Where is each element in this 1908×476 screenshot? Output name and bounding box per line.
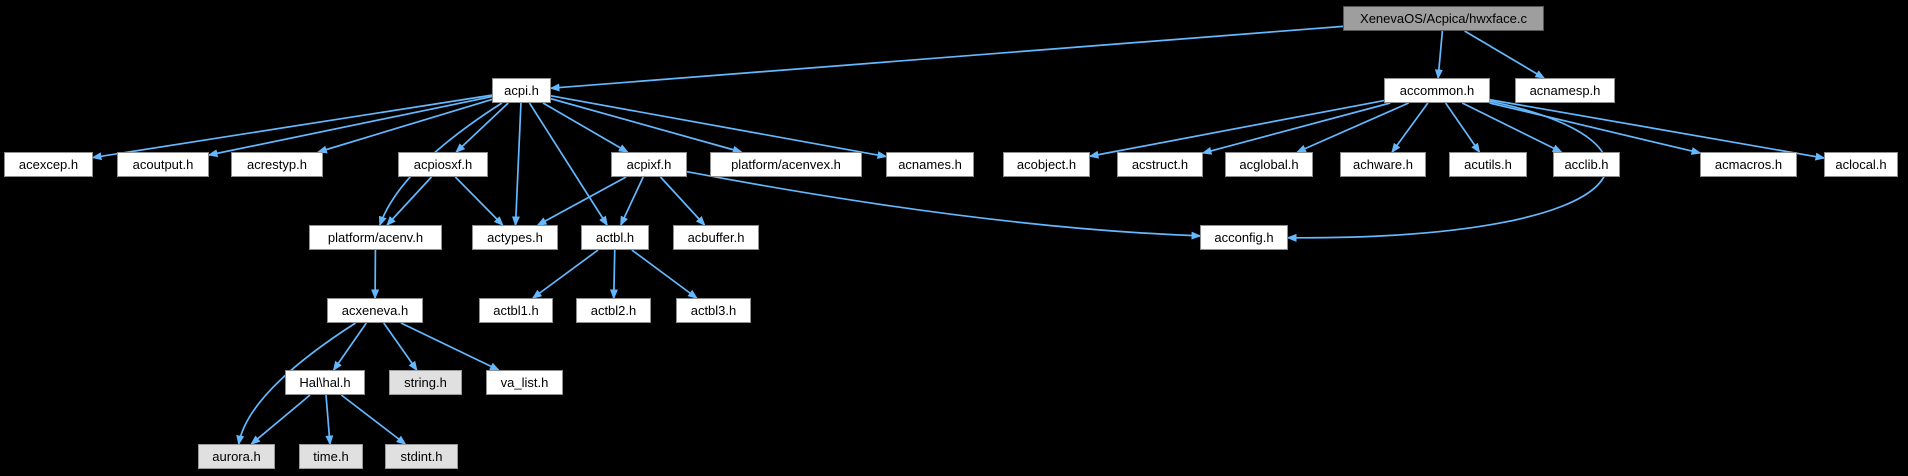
graph-node-acconfig[interactable]: acconfig.h (1200, 225, 1288, 250)
graph-node-string: string.h (389, 370, 462, 395)
graph-node-actypes[interactable]: actypes.h (472, 225, 558, 250)
edge-actbl-to-actbl2 (609, 249, 618, 300)
edge-acpi-to-acenvex (550, 97, 743, 154)
graph-node-halhal[interactable]: Hal\hal.h (285, 370, 365, 395)
edge-accommon-to-acglobal (1296, 102, 1409, 153)
edge-acpixf-to-actbl (620, 176, 644, 227)
graph-node-acexcep[interactable]: acexcep.h (4, 152, 93, 177)
graph-node-acnames[interactable]: acnames.h (886, 152, 974, 177)
edge-hwxface-to-acnamesp (1464, 30, 1546, 79)
graph-node-acoutput[interactable]: acoutput.h (117, 152, 209, 177)
edge-acxeneva-to-valist (400, 322, 500, 371)
graph-node-acglobal[interactable]: acglobal.h (1225, 152, 1313, 177)
edge-acpiosxf-to-acenv (386, 176, 433, 227)
edge-accommon-to-acclib (1461, 102, 1563, 153)
graph-node-valist[interactable]: va_list.h (486, 370, 563, 395)
edge-acpi-to-actypes (511, 102, 522, 227)
edge-hwxface-to-acpi (549, 25, 1344, 92)
graph-node-acmacros[interactable]: acmacros.h (1700, 152, 1797, 177)
edge-halhal-to-time (325, 394, 334, 446)
graph-node-actbl3[interactable]: actbl3.h (676, 298, 751, 323)
graph-node-acclib[interactable]: acclib.h (1553, 152, 1620, 177)
edge-halhal-to-stdint (340, 394, 407, 445)
edge-acpi-to-actbl (528, 102, 608, 227)
graph-node-aurora: aurora.h (198, 444, 275, 469)
graph-node-acpiosxf[interactable]: acpiosxf.h (398, 152, 488, 177)
graph-node-time: time.h (299, 444, 363, 469)
graph-node-aclocal[interactable]: aclocal.h (1824, 152, 1898, 177)
graph-node-acpixf[interactable]: acpixf.h (611, 152, 687, 177)
graph-node-actbl1[interactable]: actbl1.h (479, 298, 553, 323)
graph-node-actbl2[interactable]: actbl2.h (576, 298, 651, 323)
graph-node-acutils[interactable]: acutils.h (1449, 152, 1527, 177)
edge-hwxface-to-accommon (1434, 30, 1444, 80)
edge-acpi-to-acpiosxf (455, 102, 509, 154)
edge-acpixf-to-actypes (536, 176, 627, 226)
graph-node-hwxface: XenevaOS/Acpica/hwxface.c (1343, 6, 1544, 31)
graph-node-stdint: stdint.h (385, 444, 458, 469)
edge-acpi-to-acrestyp (316, 98, 493, 154)
edge-accommon-to-aclocal (1489, 98, 1826, 161)
edge-acpi-to-acexcep (91, 94, 493, 161)
edge-halhal-to-aurora (250, 394, 311, 445)
graph-node-acnamesp[interactable]: acnamesp.h (1515, 78, 1615, 103)
edge-accommon-to-acconfig (1286, 100, 1608, 242)
graph-node-acobject[interactable]: acobject.h (1003, 152, 1090, 177)
edge-acpixf-to-acconfig (686, 170, 1202, 240)
edge-acpi-to-acnames (550, 95, 888, 159)
edge-acpi-to-acpixf (542, 102, 629, 153)
graph-node-acenvex[interactable]: platform/acenvex.h (710, 152, 862, 177)
edge-acpi-to-acoutput (207, 95, 493, 158)
edge-acpiosxf-to-actypes (454, 176, 504, 227)
edge-acxeneva-to-aurora (236, 322, 356, 446)
graph-node-acbuffer[interactable]: acbuffer.h (673, 225, 759, 250)
edge-acxeneva-to-string (383, 322, 418, 372)
edge-accommon-to-acmacros (1489, 102, 1702, 155)
edge-actbl-to-actbl1 (531, 249, 599, 299)
graph-node-actbl[interactable]: actbl.h (581, 225, 649, 250)
edge-accommon-to-acutils (1444, 102, 1481, 154)
graph-node-accommon[interactable]: accommon.h (1384, 78, 1490, 103)
graph-node-acstruct[interactable]: acstruct.h (1117, 152, 1203, 177)
graph-node-acpi[interactable]: acpi.h (492, 78, 551, 103)
edge-acxeneva-to-halhal (332, 322, 368, 372)
edge-accommon-to-achware (1391, 102, 1429, 154)
graph-node-acxeneva[interactable]: acxeneva.h (327, 298, 423, 323)
edge-acpixf-to-acbuffer (659, 176, 706, 227)
edge-actbl-to-actbl3 (631, 249, 698, 299)
graph-node-acrestyp[interactable]: acrestyp.h (231, 152, 323, 177)
graph-node-acenv[interactable]: platform/acenv.h (309, 225, 442, 250)
edge-accommon-to-acstruct (1201, 102, 1391, 155)
edge-accommon-to-acobject (1088, 99, 1385, 159)
graph-node-achware[interactable]: achware.h (1340, 152, 1426, 177)
